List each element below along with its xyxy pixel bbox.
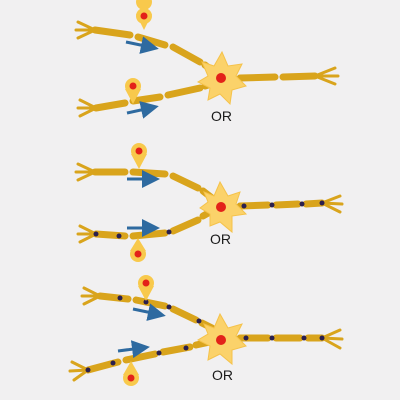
nucleus: [216, 335, 226, 345]
output-axon-nodes: [243, 335, 325, 341]
nucleus: [216, 202, 226, 212]
lower-axon-terminal: [76, 224, 98, 244]
output-axon-nodes: [241, 200, 325, 209]
nucleus: [216, 73, 226, 83]
lower-signal-pin: [125, 78, 141, 104]
panel-1: OR: [74, 0, 340, 124]
output-axon-terminal: [320, 328, 344, 350]
or-label: OR: [210, 231, 231, 247]
upper-signal-pin: [136, 0, 152, 30]
lower-direction-arrow: [126, 101, 159, 119]
upper-direction-arrow: [132, 303, 166, 321]
lower-axon-terminal: [68, 360, 90, 382]
lower-axon: [84, 338, 214, 374]
panel-2: OR: [74, 143, 344, 262]
lower-axon-terminal: [76, 98, 98, 118]
upper-axon-terminal: [74, 162, 97, 182]
lower-axon-nodes: [93, 229, 172, 239]
lower-axon-nodes: [85, 345, 189, 373]
or-label: OR: [212, 367, 233, 383]
output-axon: [236, 199, 326, 210]
lower-direction-arrow: [117, 340, 150, 359]
panel-3: OR: [68, 275, 344, 386]
output-axon-terminal: [313, 66, 340, 86]
upper-direction-arrow: [125, 36, 159, 54]
lower-signal-pin: [130, 238, 146, 262]
upper-axon: [91, 168, 216, 202]
upper-axon-nodes: [117, 295, 202, 324]
upper-axon-terminal: [80, 286, 102, 306]
output-axon: [236, 72, 319, 82]
upper-axon-terminal: [74, 20, 97, 40]
upper-signal-pin: [138, 275, 154, 301]
lower-axon: [92, 79, 218, 112]
lower-signal-pin: [123, 361, 139, 386]
upper-axon: [96, 292, 216, 332]
upper-axon: [91, 26, 222, 79]
upper-signal-pin: [131, 143, 147, 169]
lower-axon: [92, 208, 214, 240]
output-axon-terminal: [320, 194, 344, 214]
or-label: OR: [211, 108, 232, 124]
